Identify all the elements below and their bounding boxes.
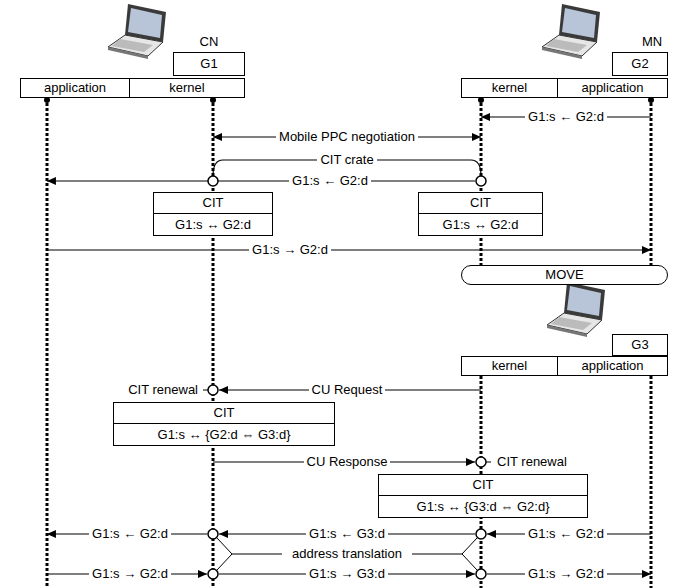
message-label: G1:s ← G2:d: [525, 109, 607, 124]
arrow-head: [472, 133, 481, 141]
lifeline-header: application: [20, 78, 130, 98]
message-line: [47, 180, 475, 181]
lifeline-header: application: [557, 78, 668, 98]
lifeline-header: kernel: [129, 78, 245, 98]
arrow-head: [642, 246, 651, 254]
node-body: G1:s ↔ {G3:d ⇔ G2:d}: [379, 496, 587, 517]
event-circle: [476, 176, 486, 186]
node-title: G3: [613, 335, 667, 355]
host-label: CN: [197, 34, 222, 49]
arrow-head: [219, 386, 228, 394]
node-title: kernel: [462, 357, 557, 375]
lifeline: [650, 98, 653, 265]
event-circle: [208, 569, 218, 579]
note-label: address translation: [289, 546, 405, 561]
node-title: application: [21, 79, 129, 97]
node-title: application: [558, 79, 667, 97]
laptop-icon: [542, 4, 600, 59]
host-label: MN: [639, 34, 665, 49]
node-body: G1:s ↔ G2:d: [154, 214, 272, 235]
node-title: G2: [613, 53, 667, 75]
move-band: MOVE: [461, 265, 668, 285]
node-title: CIT: [154, 193, 272, 214]
address-box: G3: [612, 334, 668, 356]
bracket-line: [217, 538, 232, 570]
note-label: CIT renewal: [494, 454, 570, 469]
event-circle: [476, 569, 486, 579]
event-circle: [208, 385, 218, 395]
message-arrow: [47, 246, 651, 254]
node-title: CIT: [114, 403, 334, 424]
address-box: G1: [173, 52, 245, 76]
lifeline-header: kernel: [461, 356, 558, 376]
node-body: G1:s ↔ G2:d: [419, 214, 542, 235]
message-label: G1:s ← G2:d: [89, 526, 171, 541]
arrow-head: [466, 458, 475, 466]
message-label: Mobile PPC negotiation: [276, 129, 418, 144]
laptop-icon: [547, 282, 605, 337]
arrow-head: [487, 530, 496, 538]
message-label: CU Response: [304, 454, 391, 469]
bracket-line: [412, 554, 462, 555]
cit-table: CITG1:s ↔ G2:d: [153, 192, 273, 236]
cit-table: CITG1:s ↔ {G2:d ⇔ G3:d}: [113, 402, 335, 446]
lifeline: [46, 98, 49, 588]
arrow-head: [466, 570, 475, 578]
arrow-head: [198, 570, 207, 578]
lifeline-header: kernel: [461, 78, 558, 98]
cit-table: CITG1:s ↔ G2:d: [418, 192, 543, 236]
laptop-icon: [108, 4, 166, 59]
message-label: G1:s ← G3:d: [306, 526, 388, 541]
arrow-head: [47, 177, 56, 185]
node-title: MOVE: [462, 266, 667, 284]
message-arrow: [47, 177, 475, 185]
event-circle: [208, 529, 218, 539]
node-title: application: [558, 357, 667, 375]
message-label: G1:s ← G2:d: [525, 526, 607, 541]
node-title: kernel: [462, 79, 557, 97]
arrow-head: [642, 570, 651, 578]
address-box: G2: [612, 52, 668, 76]
arrow-head: [47, 530, 56, 538]
message-line: [47, 249, 651, 250]
node-title: CIT: [379, 475, 587, 496]
message-label: CU Request: [309, 382, 386, 397]
node-title: G1: [174, 53, 244, 75]
node-body: G1:s ↔ {G2:d ⇔ G3:d}: [114, 424, 334, 445]
message-label: G1:s → G2:d: [89, 566, 171, 581]
message-label: G1:s → G2:d: [525, 566, 607, 581]
bracket-line: [462, 538, 477, 570]
message-label: G1:s → G3:d: [306, 566, 388, 581]
message-label: G1:s → G2:d: [249, 242, 331, 257]
event-circle: [476, 457, 486, 467]
arrow-head: [213, 133, 222, 141]
lifeline-header: application: [557, 356, 668, 376]
node-title: kernel: [130, 79, 244, 97]
event-circle: [476, 529, 486, 539]
arrow-head: [481, 113, 490, 121]
bracket-line: [232, 554, 282, 555]
note-label: CIT renewal: [125, 382, 201, 397]
message-label: G1:s ← G2:d: [289, 173, 371, 188]
message-label: CIT crate: [317, 152, 376, 167]
lifeline: [650, 376, 653, 588]
cit-table: CITG1:s ↔ {G3:d ⇔ G2:d}: [378, 474, 588, 518]
event-circle: [208, 176, 218, 186]
arrow-head: [219, 530, 228, 538]
node-title: CIT: [419, 193, 542, 214]
